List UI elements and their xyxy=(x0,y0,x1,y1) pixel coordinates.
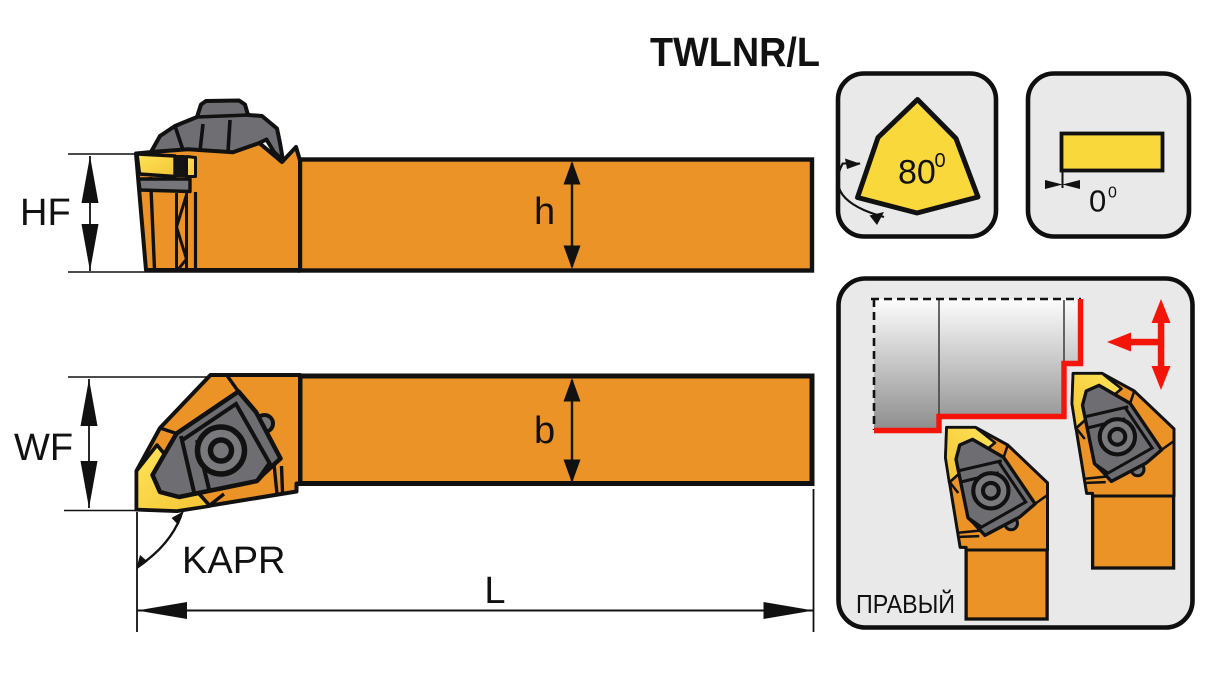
svg-text:TWLNR/L: TWLNR/L xyxy=(650,29,820,75)
svg-text:h: h xyxy=(534,191,555,233)
svg-text:L: L xyxy=(484,570,505,612)
svg-text:b: b xyxy=(534,410,555,452)
svg-text:WF: WF xyxy=(14,427,73,469)
svg-text:80: 80 xyxy=(898,154,936,192)
svg-text:0: 0 xyxy=(1108,185,1117,202)
svg-text:0: 0 xyxy=(935,150,946,172)
svg-text:ПРАВЫЙ: ПРАВЫЙ xyxy=(856,589,955,619)
svg-text:0: 0 xyxy=(1089,184,1106,219)
svg-text:KAPR: KAPR xyxy=(182,540,285,582)
svg-text:HF: HF xyxy=(20,192,71,234)
